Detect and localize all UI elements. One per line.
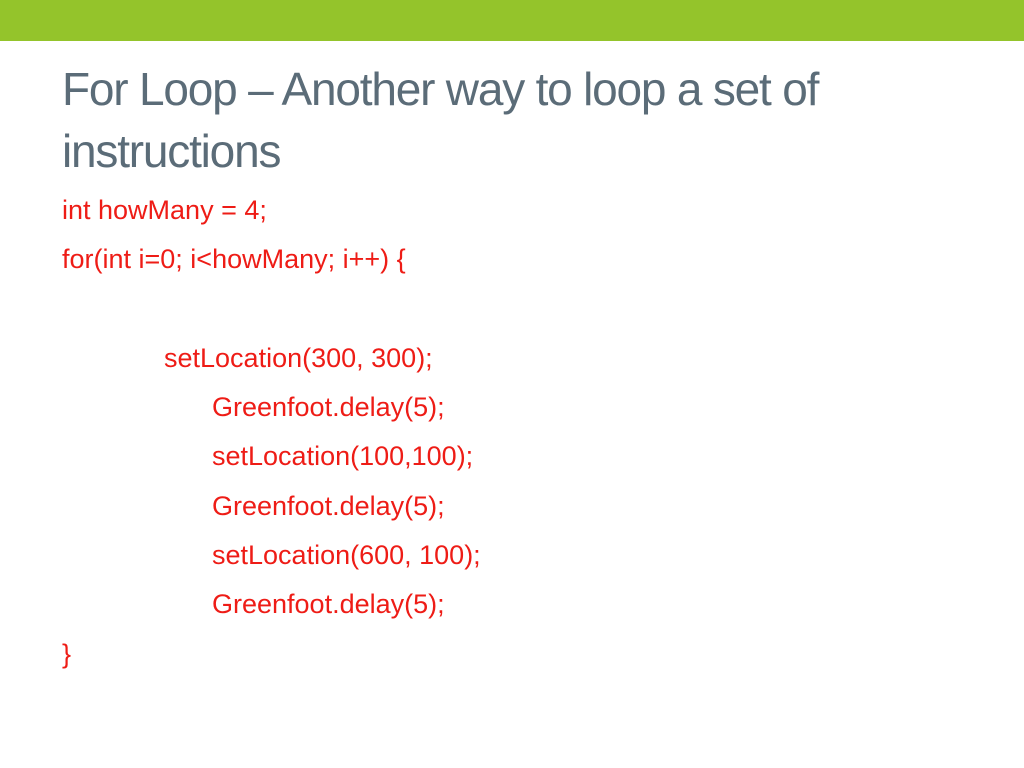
code-line: setLocation(100,100); (212, 441, 474, 472)
code-line: setLocation(300, 300); (164, 342, 433, 373)
accent-bar (0, 0, 1024, 41)
slide-title: For Loop – Another way to loop a set of … (62, 63, 819, 177)
code-line: setLocation(600, 100); (212, 540, 481, 571)
code-line: for(int i=0; i<howMany; i++) { (62, 244, 406, 275)
code-line: Greenfoot.delay(5); (212, 589, 445, 620)
code-line-blank (62, 285, 962, 334)
code-line: } (62, 638, 72, 669)
code-line: Greenfoot.delay(5); (212, 392, 445, 423)
code-line: Greenfoot.delay(5); (212, 490, 445, 521)
code-block: int howMany = 4; for(int i=0; i<howMany;… (62, 186, 962, 679)
code-line: int howMany = 4; (62, 195, 267, 225)
